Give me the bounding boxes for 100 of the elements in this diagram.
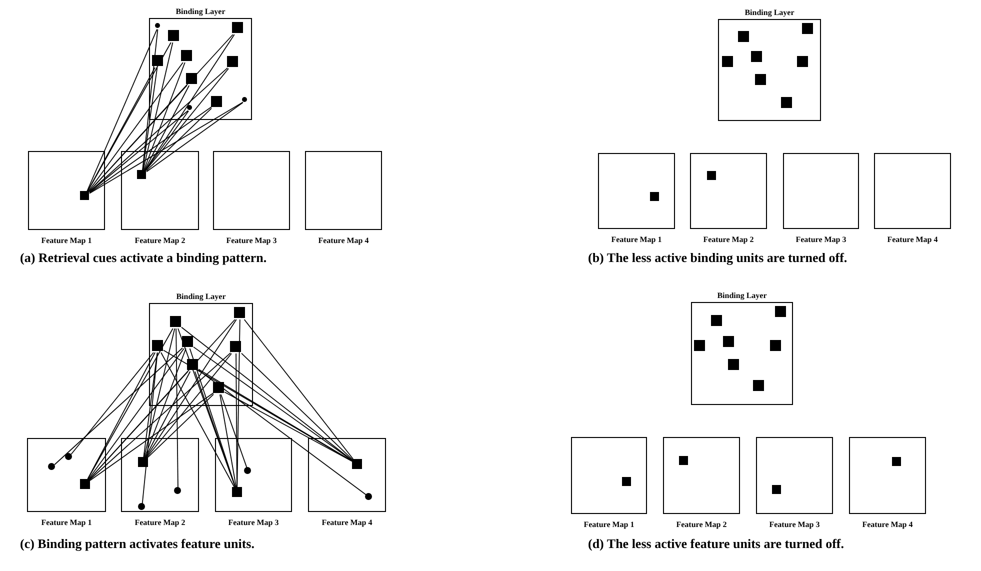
connection-line [88, 62, 184, 192]
connection-line [148, 394, 214, 458]
connection-line [176, 328, 178, 488]
map-label: Feature Map 2 [676, 519, 727, 531]
connection-line [142, 42, 174, 171]
binding-unit [230, 341, 241, 352]
feature-unit [174, 487, 181, 494]
binding-unit [242, 97, 247, 102]
feature-unit [352, 458, 362, 468]
connection-line [236, 353, 238, 488]
map-label: Feature Map 4 [862, 519, 913, 531]
binding-unit [797, 56, 808, 67]
layer-title: Binding Layer [176, 6, 226, 18]
binding-unit [723, 336, 734, 347]
connection-line [220, 394, 248, 468]
connection-line [89, 110, 189, 193]
feature-unit [772, 485, 781, 494]
feature-unit [650, 192, 659, 201]
feature-unit [892, 457, 901, 466]
connection-line [241, 352, 352, 460]
feature-unit [622, 477, 631, 486]
feature-unit [365, 493, 372, 500]
map-label: Feature Map 1 [41, 235, 92, 247]
connection-line [146, 102, 244, 172]
connection-line [88, 85, 188, 192]
feature-unit [232, 486, 242, 496]
binding-unit [755, 74, 766, 85]
connection-line [142, 29, 158, 171]
connection-line [144, 348, 186, 458]
connection-line [144, 328, 176, 458]
binding-unit [168, 30, 179, 41]
connection-line [194, 371, 236, 488]
feature-unit [138, 503, 145, 510]
connection-line [244, 319, 354, 460]
connection-line [54, 348, 183, 466]
binding-unit [181, 50, 192, 61]
connection-line [89, 68, 228, 192]
feature-unit [244, 467, 251, 474]
connection-line [89, 371, 188, 480]
binding-unit [781, 97, 792, 108]
binding-unit [232, 22, 243, 33]
binding-unit [722, 56, 733, 67]
connection-line [87, 67, 156, 192]
binding-unit [155, 23, 160, 28]
feature-unit [65, 453, 72, 460]
connection-line [88, 348, 184, 480]
binding-unit [770, 340, 781, 351]
connection-line [146, 319, 237, 458]
map-label: Feature Map 4 [318, 235, 369, 247]
binding-unit [152, 55, 163, 66]
map-label: Feature Map 2 [134, 517, 186, 529]
connection-line [142, 67, 158, 171]
layer-title: Binding Layer [717, 290, 767, 302]
connection-line [193, 346, 352, 461]
connection-line [70, 352, 154, 455]
binding-unit [738, 31, 749, 42]
binding-unit [753, 380, 764, 391]
feature-unit [138, 456, 148, 466]
map-label: Feature Map 3 [226, 235, 277, 247]
binding-unit [728, 359, 739, 370]
binding-unit [802, 23, 813, 34]
binding-unit [213, 382, 224, 393]
layer-title: Binding Layer [744, 7, 794, 19]
feature-unit [137, 170, 146, 179]
connection-line [89, 106, 212, 194]
feature-unit [48, 463, 55, 470]
connection-line [90, 392, 214, 481]
binding-unit [170, 316, 181, 327]
feature-unit [80, 478, 90, 488]
binding-unit [186, 73, 197, 84]
figure-caption: (c) Binding pattern activates feature units. [20, 536, 254, 552]
figure-caption: (d) The less active feature units are turned off. [588, 536, 844, 552]
layer-title: Binding Layer [176, 291, 226, 303]
connection-line [89, 102, 244, 194]
figure-caption: (a) Retrieval cues activate a binding pattern. [20, 250, 267, 266]
connection-line [178, 328, 236, 488]
connection-line [160, 352, 235, 488]
connection-line [224, 392, 352, 462]
map-label: Feature Map 3 [228, 517, 279, 529]
binding-unit [775, 306, 786, 317]
binding-unit [182, 336, 193, 347]
binding-unit [187, 359, 198, 370]
binding-unit [211, 96, 222, 107]
feature-unit [679, 456, 688, 465]
binding-unit [751, 51, 762, 62]
binding-unit [694, 340, 705, 351]
map-label: Feature Map 2 [703, 234, 754, 246]
map-label: Feature Map 1 [611, 234, 662, 246]
figure-caption: (b) The less active binding units are turned off. [588, 250, 848, 266]
binding-unit [227, 56, 238, 67]
map-label: Feature Map 3 [796, 234, 846, 246]
map-label: Feature Map 1 [41, 517, 92, 529]
connection-line [145, 68, 229, 171]
binding-unit [187, 105, 192, 110]
connection-line [146, 353, 232, 458]
connection-line [87, 42, 172, 192]
connection-line [146, 108, 212, 172]
binding-unit [152, 340, 163, 351]
connection-line [144, 34, 235, 171]
binding-unit [711, 315, 722, 326]
